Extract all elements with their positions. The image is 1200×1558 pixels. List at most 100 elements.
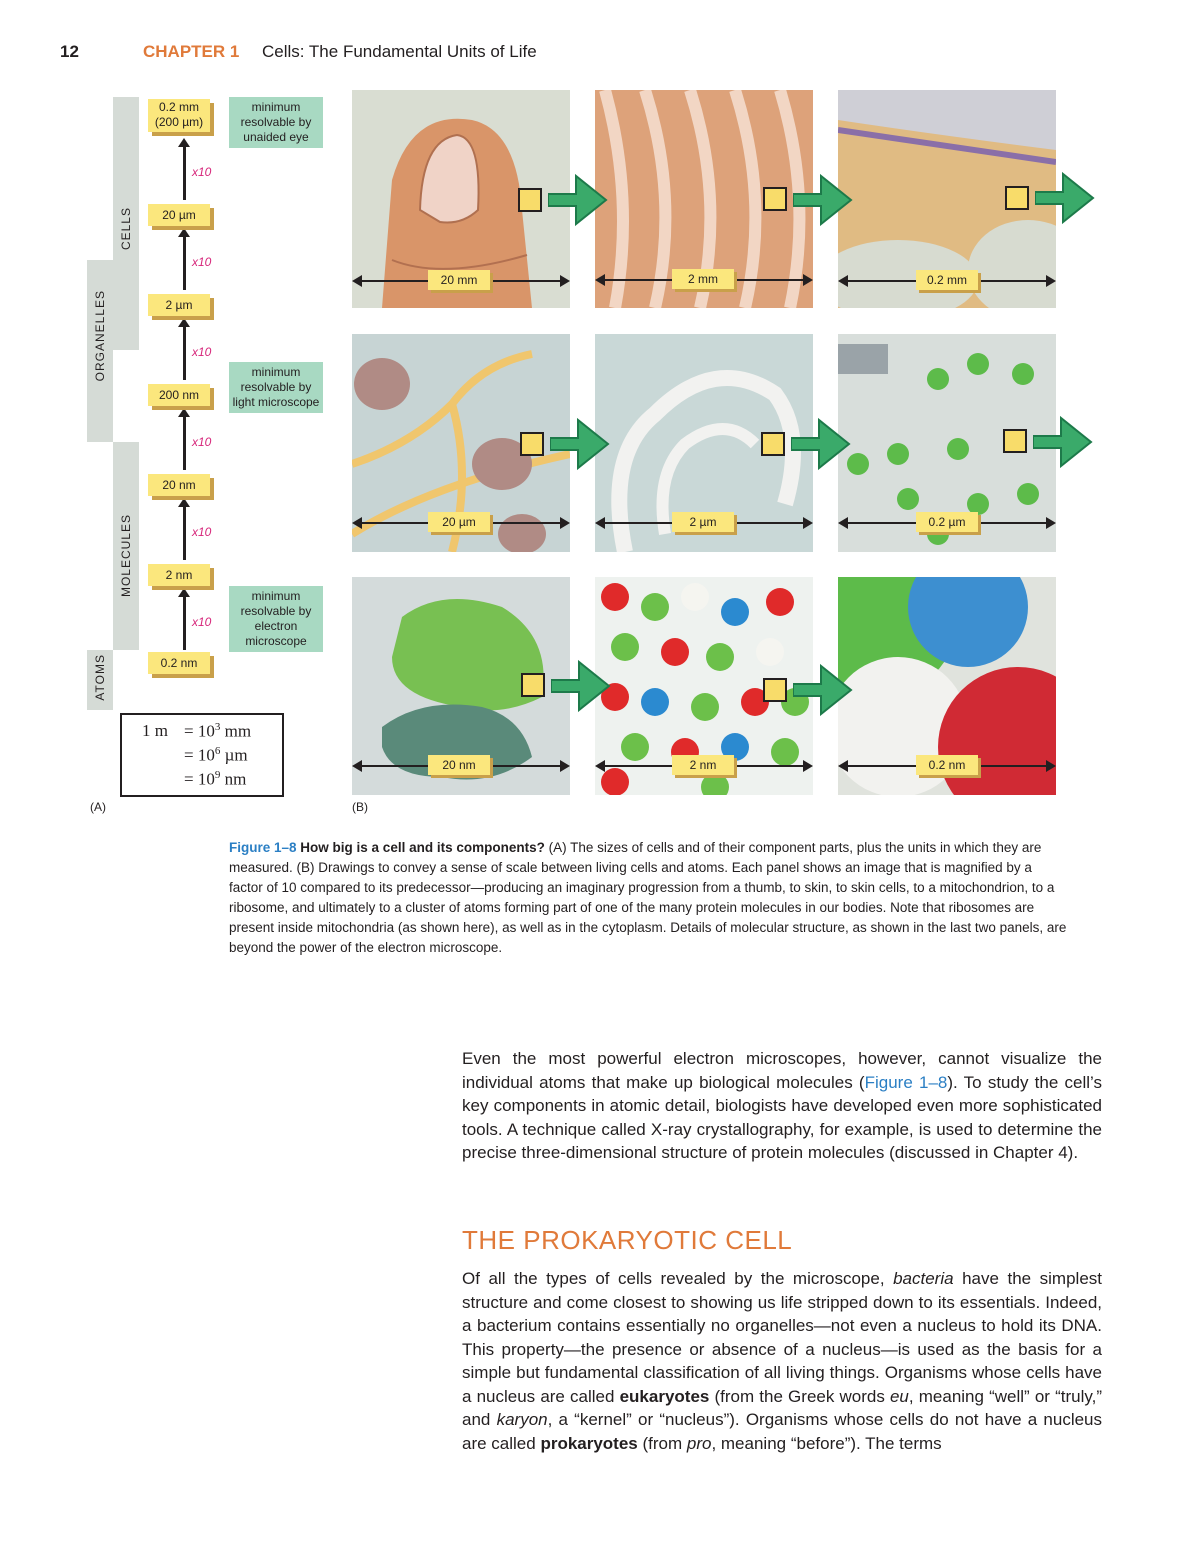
multiplier-label: x10 (192, 255, 212, 269)
scale-bar-arrow-left (595, 760, 605, 772)
scale-bar-arrow-right (1046, 760, 1056, 772)
scale-arrow (183, 506, 186, 560)
conversion-line-1: = 103 mm (184, 721, 252, 741)
scale-box-2um: 2 µm (148, 294, 210, 316)
figure-reference-link[interactable]: Figure 1–8 (864, 1072, 948, 1092)
scale-label: 2 µm (672, 512, 734, 532)
note-light-microscope: minimum resolvable by light microscope (229, 362, 323, 413)
magnify-arrow-icon (1035, 171, 1095, 225)
zoom-square (763, 678, 787, 702)
scale-label: 2 mm (672, 269, 734, 289)
scale-arrowhead (178, 228, 190, 237)
note-electron-microscope: minimum resolvable by electron microscop… (229, 586, 323, 652)
scale-arrow (183, 326, 186, 380)
scale-arrowhead (178, 408, 190, 417)
scale-arrowhead (178, 318, 190, 327)
scale-arrow (183, 596, 186, 650)
band-organelles: ORGANELLES (87, 260, 113, 442)
multiplier-label: x10 (192, 435, 212, 449)
part-b-label: (B) (352, 800, 368, 814)
unit-conversion-box: 1 m = 103 mm = 106 µm = 109 nm (120, 713, 284, 797)
magnify-arrow-icon (548, 173, 608, 227)
scale-label: 20 nm (428, 755, 490, 775)
band-label-organelles: ORGANELLES (93, 290, 107, 382)
conversion-line-3: = 109 nm (184, 769, 247, 789)
caption-text: (A) The sizes of cells and of their comp… (229, 840, 1067, 955)
part-a-label: (A) (90, 800, 106, 814)
zoom-square (1005, 186, 1029, 210)
paragraph-text: Even the most powerful electron microsco… (462, 1049, 1102, 1092)
scale-box-0.2mm: 0.2 mm (200 µm) (148, 99, 210, 132)
scale-label: 2 nm (672, 755, 734, 775)
band-label-cells: CELLS (119, 207, 133, 251)
scale-bar-arrow-right (1046, 517, 1056, 529)
band-atoms: ATOMS (87, 650, 113, 710)
zoom-square (763, 187, 787, 211)
paragraph-text: (from the Greek words (709, 1386, 890, 1406)
multiplier-label: x10 (192, 615, 212, 629)
scale-bar-arrow-left (595, 517, 605, 529)
scale-box-2nm: 2 nm (148, 564, 210, 586)
scale-label: 0.2 µm (916, 512, 978, 532)
zoom-square (761, 432, 785, 456)
figure-label: Figure 1–8 (229, 840, 297, 855)
scale-bar-arrow-left (595, 274, 605, 286)
body-paragraph-1: Even the most powerful electron microsco… (462, 1047, 1102, 1165)
magnify-arrow-icon (793, 663, 853, 717)
scale-arrow (183, 146, 186, 200)
magnify-arrow-icon (551, 659, 611, 713)
scale-box-200nm: 200 nm (148, 384, 210, 406)
scale-label: 20 µm (428, 512, 490, 532)
section-heading: THE PROKARYOTIC CELL (462, 1225, 793, 1255)
mitochondrion-illustration (595, 334, 813, 552)
multiplier-label: x10 (192, 525, 212, 539)
italic-term: karyon (496, 1410, 548, 1429)
band-label-atoms: ATOMS (93, 654, 107, 701)
italic-term: bacteria (893, 1269, 954, 1288)
paragraph-text: have the simplest structure and come clo… (462, 1269, 1102, 1406)
zoom-square (521, 673, 545, 697)
scale-bar-arrow-left (838, 517, 848, 529)
conversion-line-2: = 106 µm (184, 745, 248, 765)
zoom-square (520, 432, 544, 456)
paragraph-text: , a “kernel” or “nucleus”). Organisms wh… (462, 1410, 1103, 1453)
scale-arrowhead (178, 588, 190, 597)
key-term-prokaryotes: prokaryotes (540, 1433, 638, 1453)
band-label-molecules: MOLECULES (119, 514, 133, 598)
scale-arrowhead (178, 138, 190, 147)
magnify-arrow-icon (1033, 415, 1093, 469)
scale-label: 0.2 mm (916, 270, 978, 290)
scale-arrow (183, 416, 186, 470)
scale-bar-arrow-left (352, 517, 362, 529)
figure-title: How big is a cell and its components? (300, 840, 545, 855)
figure-caption: Figure 1–8 How big is a cell and its com… (229, 838, 1069, 958)
paragraph-text: (from (637, 1433, 687, 1453)
body-paragraph-2: Of all the types of cells revealed by th… (462, 1267, 1102, 1455)
scale-label: 20 mm (428, 270, 490, 290)
scale-bar-arrow-right (1046, 275, 1056, 287)
scale-arrow (183, 236, 186, 290)
key-term-eukaryotes: eukaryotes (619, 1386, 710, 1406)
scale-box-20um: 20 µm (148, 204, 210, 226)
multiplier-label: x10 (192, 165, 212, 179)
scale-bar-arrow-right (560, 275, 570, 287)
scale-bar-arrow-left (352, 275, 362, 287)
scale-box-0.2nm: 0.2 nm (148, 652, 210, 674)
italic-term: eu (889, 1386, 909, 1406)
ribosome-molecule-illustration (352, 577, 570, 795)
magnify-arrow-icon (550, 417, 610, 471)
scale-bar-arrow-right (803, 760, 813, 772)
note-unaided-eye: minimum resolvable by unaided eye (229, 97, 323, 148)
scale-bar-arrow-right (803, 274, 813, 286)
band-cells: CELLS (113, 97, 139, 350)
multiplier-label: x10 (192, 345, 212, 359)
paragraph-text: , meaning “before”). The terms (711, 1433, 942, 1453)
zoom-square (1003, 429, 1027, 453)
italic-term: pro (686, 1433, 712, 1453)
magnify-arrow-icon (791, 417, 851, 471)
chapter-title: Cells: The Fundamental Units of Life (262, 42, 537, 61)
chapter-label: CHAPTER 1 (143, 42, 240, 61)
paragraph-text: Of all the types of cells revealed by th… (462, 1269, 894, 1288)
scale-bar-arrow-left (838, 275, 848, 287)
scale-arrowhead (178, 498, 190, 507)
